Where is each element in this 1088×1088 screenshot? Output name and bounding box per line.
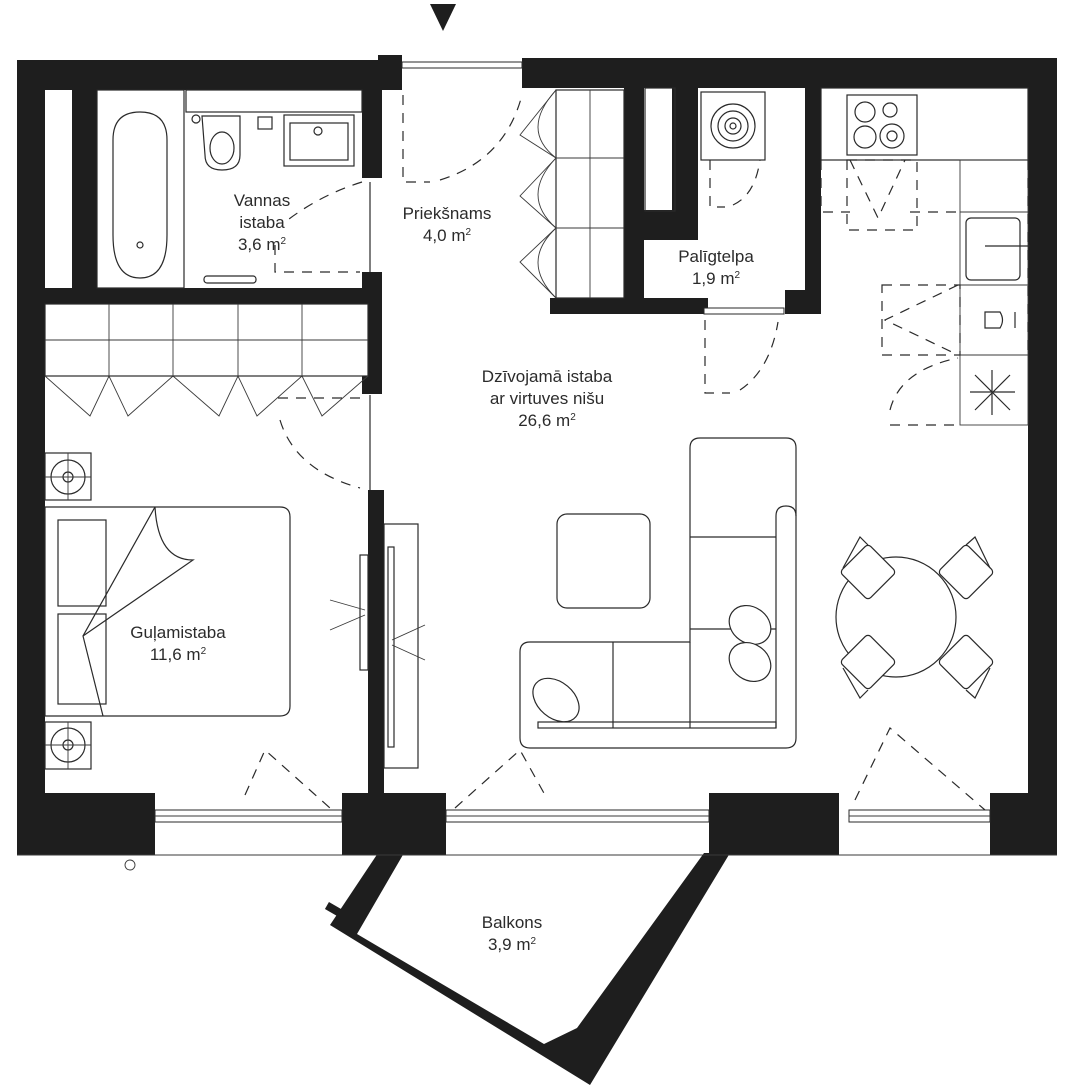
room-label-hallway: Priekšnams 4,0 m2 [403,203,492,247]
room-area: 1,9 m2 [691,269,741,288]
windows [17,727,1057,871]
room-area: 4,0 m2 [422,226,472,245]
room-area: 3,6 m2 [237,235,287,254]
room-area: 26,6 m2 [518,411,576,430]
room-label-bedroom: Guļamistaba 11,6 m2 [130,622,225,666]
bedroom-wardrobe [44,303,371,490]
room-label-living: Dzīvojamā istaba ar virtuves nišu 26,6 m… [482,366,612,432]
room-name: Dzīvojamā istaba [481,367,613,386]
walls [17,55,1057,1085]
room-name: Priekšnams [402,204,492,223]
room-area: 3,9 m2 [487,935,537,954]
hallway-closet [519,87,676,299]
room-name: istaba [239,213,285,232]
room-name: Balkons [481,913,543,932]
utility-fixtures [700,91,785,394]
room-name: ar virtuves nišu [489,389,605,408]
kitchen [820,87,1030,426]
living-furniture [519,437,994,749]
room-area: 11,6 m2 [149,645,207,664]
room-label-balcony: Balkons 3,9 m2 [482,912,542,956]
entrance-arrow-icon [430,4,456,31]
room-name: Guļamistaba [130,623,226,642]
entrance-door[interactable] [401,61,523,183]
room-name: Vannas [233,191,291,210]
bedroom-furniture [44,452,426,770]
bathroom-fixtures [96,89,371,289]
room-label-utility: Palīgtelpa 1,9 m2 [678,246,754,290]
room-label-bathroom: Vannas istaba 3,6 m2 [234,190,290,256]
room-name: Palīgtelpa [678,247,754,266]
